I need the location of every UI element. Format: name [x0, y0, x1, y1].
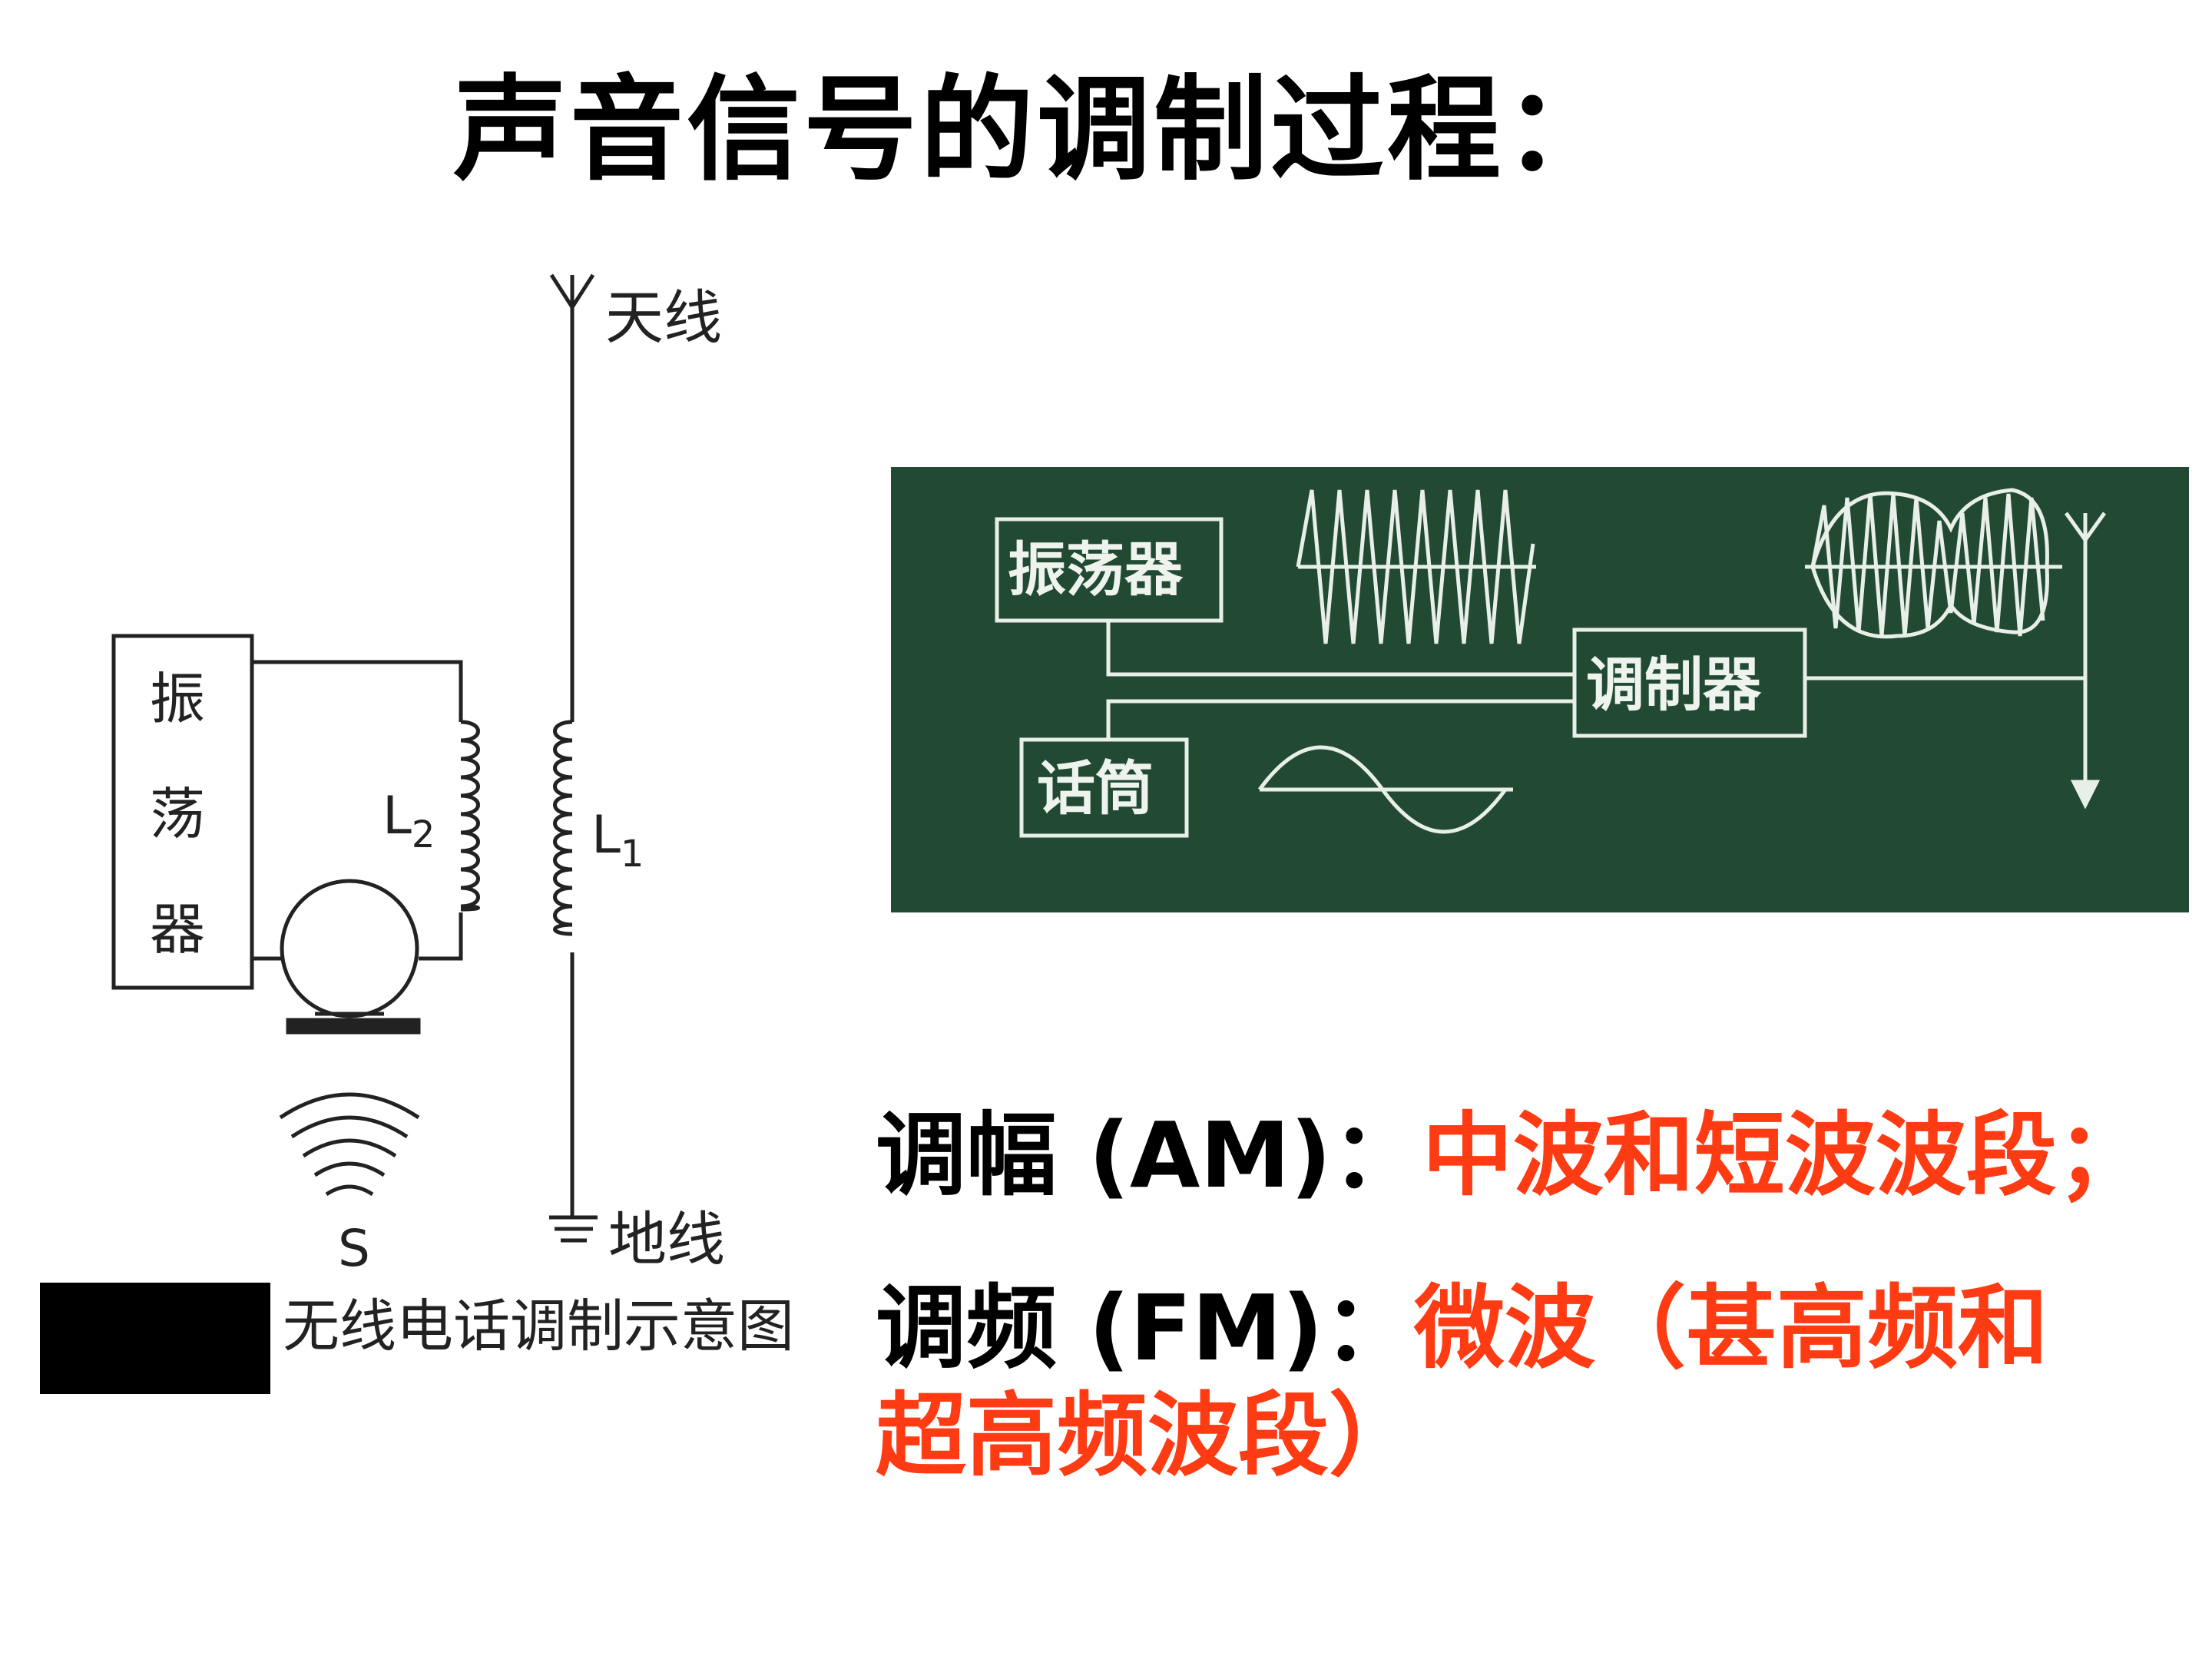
am-carrier — [1810, 493, 2045, 637]
modulation-panel: 振荡器 话筒 调制器 — [891, 467, 2189, 912]
l1-label: L1 — [591, 805, 644, 876]
microphone-icon — [280, 879, 419, 1018]
ground-label: 地线 — [608, 1205, 725, 1267]
fm-note-continued: 超高频波段） — [876, 1382, 1420, 1488]
antenna-icon — [2064, 512, 2107, 544]
antenna-label: 天线 — [605, 283, 722, 352]
antenna-icon — [549, 273, 595, 311]
modulation-schematic: 振荡器 话筒 调制器 — [995, 488, 2107, 838]
coil-l2 — [460, 720, 480, 912]
sound-wave-icon — [279, 1092, 420, 1197]
fm-note: 调频 (FM)：微波（甚高频和 — [876, 1275, 2048, 1381]
svg-text:振: 振 — [150, 667, 205, 731]
svg-text:器: 器 — [150, 897, 205, 962]
source-label: S — [338, 1219, 370, 1267]
diagram-caption: 无线电话调制示意图 — [283, 1293, 794, 1359]
microphone-box — [1019, 737, 1189, 838]
ground-arrow-icon — [2070, 780, 2101, 810]
svg-text:话筒: 话筒 — [1037, 754, 1154, 823]
svg-text:荡: 荡 — [150, 782, 205, 846]
am-note: 调幅 (AM)：中波和短波波段； — [876, 1102, 2147, 1208]
coil-l1 — [553, 720, 573, 936]
oscillator-box — [111, 634, 254, 990]
circuit-diagram: 天线 地线 振 荡 器 L2 L1 S — [111, 273, 725, 1267]
svg-text:调制器: 调制器 — [1586, 651, 1762, 719]
modulator-box — [1572, 628, 1807, 738]
svg-text:振荡器: 振荡器 — [1008, 535, 1184, 604]
l2-label: L2 — [382, 786, 435, 856]
redaction-box — [40, 1283, 270, 1394]
page-title: 声音信号的调制过程： — [453, 64, 1621, 196]
